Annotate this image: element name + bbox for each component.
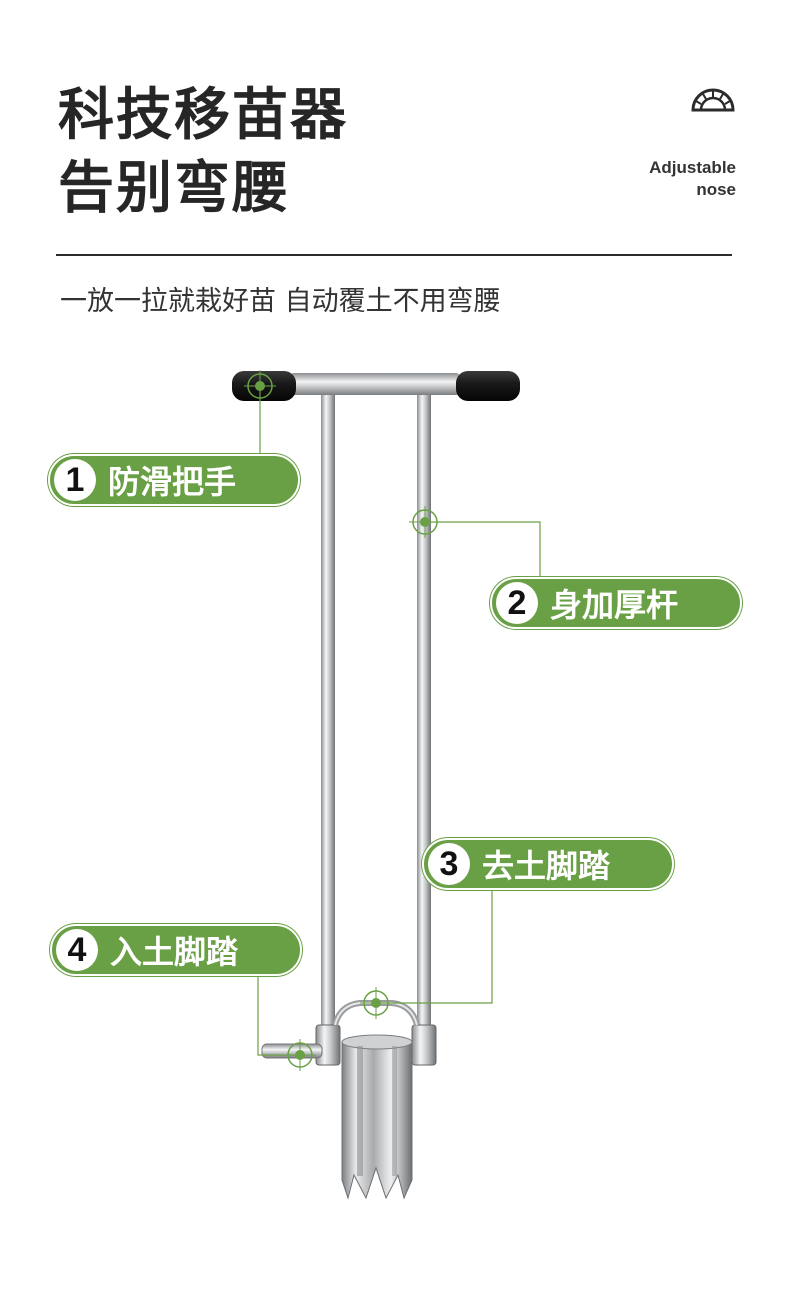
feature-label-2: 2 身加厚杆 [490, 577, 742, 629]
feature-text: 去土脚踏 [482, 847, 611, 885]
feature-text: 身加厚杆 [550, 586, 679, 624]
feature-text: 入土脚踏 [110, 933, 239, 971]
divider [56, 254, 732, 256]
handle-bar [290, 373, 460, 395]
rod-right [417, 395, 431, 1035]
feature-number: 1 [54, 459, 96, 501]
grip-right [456, 371, 520, 401]
badge-text-line-1: Adjustable [649, 158, 736, 177]
feature-label-3: 3 去土脚踏 [422, 838, 674, 890]
feature-number: 2 [496, 582, 538, 624]
feature-label-1: 1 防滑把手 [48, 454, 300, 506]
feature-text: 防滑把手 [108, 463, 237, 501]
target-markers [244, 370, 441, 1071]
feature-number: 3 [428, 843, 470, 885]
protractor-icon [691, 88, 735, 112]
subtitle: 一放一拉就栽好苗 自动覆土不用弯腰 [60, 286, 501, 317]
planting-tube [341, 1041, 413, 1200]
page-title-line-1: 科技移苗器 [58, 83, 348, 148]
badge-text-line-2: nose [696, 180, 736, 199]
feature-number: 4 [56, 929, 98, 971]
rod-left [321, 395, 335, 1035]
feature-label-4: 4 入土脚踏 [50, 924, 302, 976]
page-title-line-2: 告别弯腰 [58, 156, 290, 221]
